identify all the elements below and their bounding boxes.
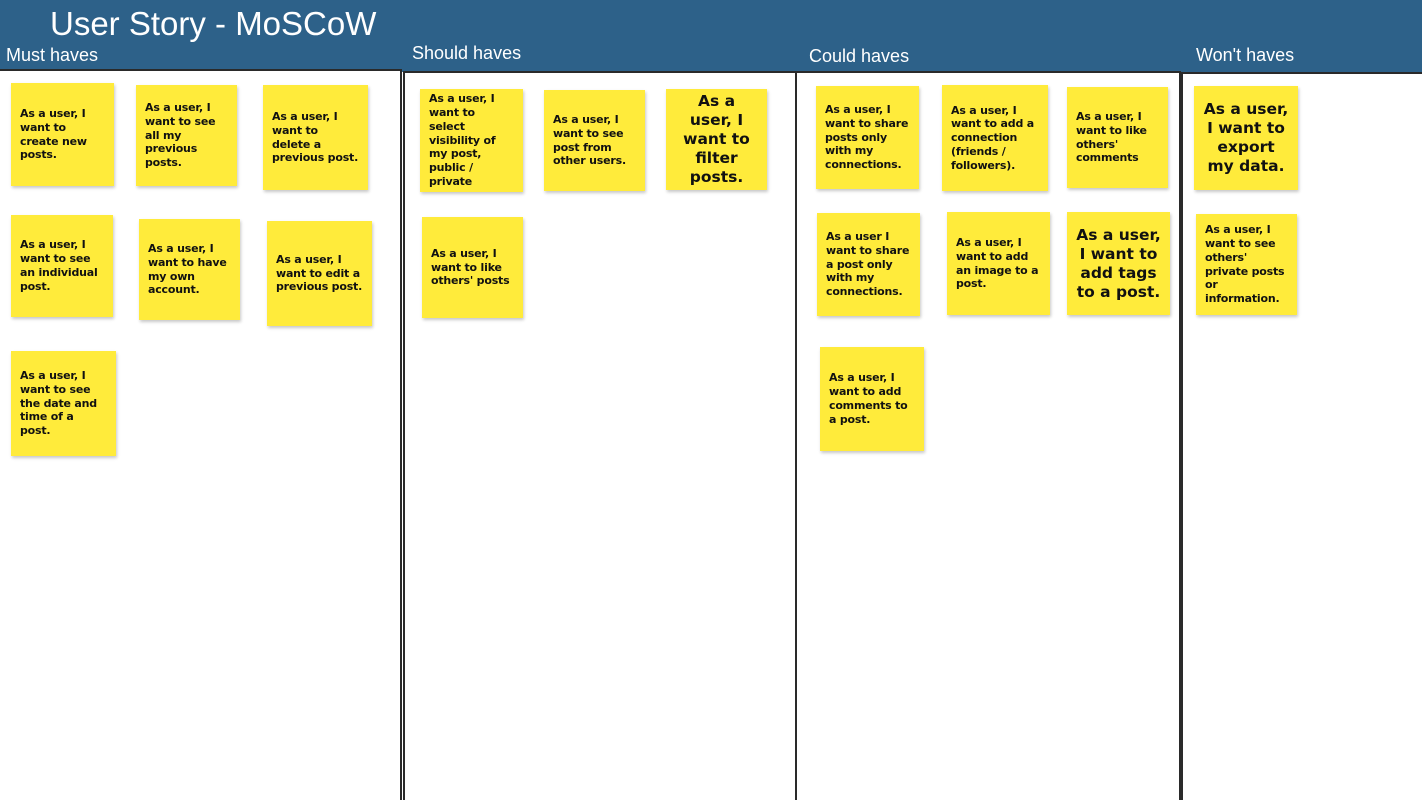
sticky-note-text: As a user, I want to see post from other… (553, 112, 626, 168)
board-header: User Story - MoSCoW (0, 0, 1422, 72)
sticky-note[interactable]: As a user, I want to add an image to a p… (947, 212, 1050, 315)
sticky-note[interactable]: As a user, I want to see others' private… (1196, 214, 1297, 315)
sticky-note-text: As a user, I want to add tags to a post. (1076, 225, 1161, 301)
sticky-note[interactable]: As a user I want to share a post only wi… (817, 213, 920, 316)
sticky-note-text: As a user, I want to export my data. (1203, 100, 1289, 175)
column-must-right-border (400, 69, 402, 800)
sticky-note[interactable]: As a user, I want to edit a previous pos… (267, 221, 372, 326)
sticky-note[interactable]: As a user, I want to see all my previous… (136, 85, 237, 186)
sticky-note[interactable]: As a user, I want to delete a previous p… (263, 85, 368, 190)
column-should-left-border (403, 71, 405, 800)
sticky-note-text: As a user, I want to select visibility o… (429, 92, 496, 188)
column-could-right-border (1179, 71, 1181, 800)
sticky-note-text: As a user, I want to see others' private… (1205, 223, 1285, 306)
sticky-note-text: As a user, I want to create new posts. (20, 106, 87, 162)
column-wont-top-border (1181, 72, 1422, 74)
sticky-note[interactable]: As a user, I want to have my own account… (139, 219, 240, 320)
column-should-body (403, 72, 796, 800)
sticky-note-text: As a user, I want to have my own account… (148, 241, 227, 297)
column-wont-body (1181, 74, 1422, 802)
sticky-note-text: As a user, I want to filter posts. (683, 92, 750, 186)
sticky-note[interactable]: As a user, I want to see the date and ti… (11, 351, 116, 456)
column-should-right-border (795, 71, 797, 800)
sticky-note-text: As a user, I want to add an image to a p… (956, 235, 1039, 291)
column-must-top-border (0, 69, 402, 71)
sticky-note[interactable]: As a user, I want to create new posts. (11, 83, 114, 186)
sticky-note[interactable]: As a user, I want to export my data. (1194, 86, 1298, 190)
sticky-note[interactable]: As a user, I want to see post from other… (544, 90, 645, 191)
sticky-note-text: As a user, I want to see all my previous… (145, 101, 216, 170)
sticky-note-text: As a user, I want to see an individual p… (20, 238, 98, 293)
column-could-top-border (797, 71, 1180, 73)
sticky-note[interactable]: As a user, I want to add tags to a post. (1067, 212, 1170, 315)
sticky-note[interactable]: As a user, I want to like others' commen… (1067, 87, 1168, 188)
column-title-should: Should haves (412, 43, 522, 63)
column-title-could: Could haves (809, 46, 910, 66)
sticky-note[interactable]: As a user, I want to like others' posts (422, 217, 523, 318)
sticky-note-text: As a user, I want to share posts only wi… (825, 103, 909, 172)
sticky-note-text: As a user I want to share a post only wi… (826, 230, 910, 299)
column-should-top-border (403, 71, 796, 73)
board-title: User Story - MoSCoW (50, 5, 377, 42)
sticky-note-text: As a user, I want to like others' commen… (1076, 109, 1147, 165)
sticky-note-text: As a user, I want to add a connection (f… (951, 103, 1034, 172)
sticky-note-text: As a user, I want to edit a previous pos… (276, 252, 363, 294)
sticky-note[interactable]: As a user, I want to filter posts. (666, 89, 767, 190)
sticky-note-text: As a user, I want to delete a previous p… (272, 109, 359, 165)
sticky-note-text: As a user, I want to see the date and ti… (20, 369, 97, 438)
sticky-note-text: As a user, I want to add comments to a p… (829, 371, 908, 426)
sticky-note[interactable]: As a user, I want to see an individual p… (11, 215, 113, 317)
column-title-wont: Won't haves (1196, 45, 1295, 65)
column-title-must: Must haves (6, 45, 99, 65)
sticky-note[interactable]: As a user, I want to add a connection (f… (942, 85, 1048, 191)
column-wont-left-border (1181, 72, 1183, 800)
sticky-note[interactable]: As a user, I want to share posts only wi… (816, 86, 919, 189)
sticky-note-text: As a user, I want to like others' posts (431, 246, 510, 288)
sticky-note[interactable]: As a user, I want to add comments to a p… (820, 347, 924, 451)
sticky-note[interactable]: As a user, I want to select visibility o… (420, 89, 523, 192)
